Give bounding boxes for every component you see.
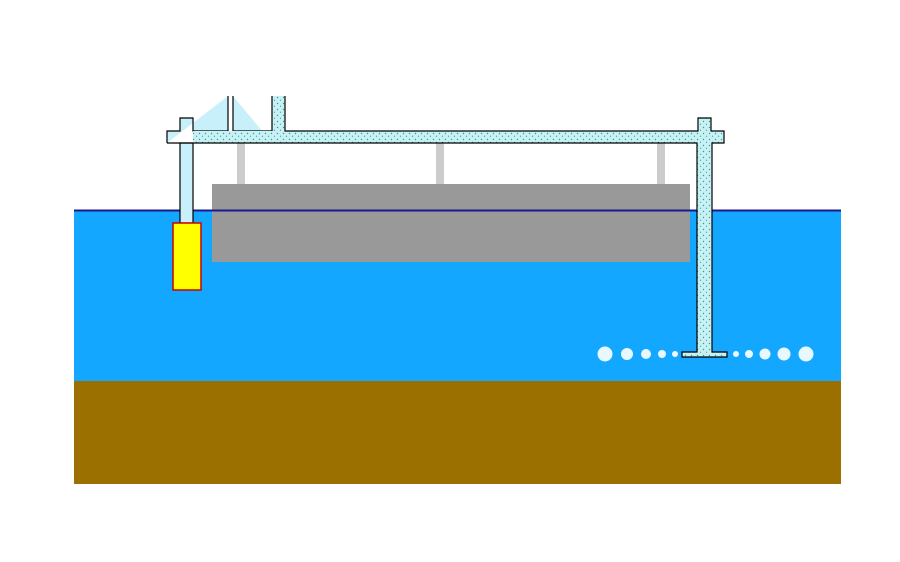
left-down-pipe: [179, 142, 194, 224]
bubble: [621, 348, 633, 360]
air-bubbles: [597, 346, 814, 362]
floating-platform: [212, 184, 690, 262]
support-post-right: [657, 143, 665, 184]
pipe-network: [166, 96, 728, 358]
support-post-left: [237, 143, 245, 184]
bubble: [777, 347, 791, 361]
bubble: [759, 348, 771, 360]
bubble: [745, 350, 753, 358]
bubble: [672, 351, 678, 357]
bubble: [597, 346, 613, 362]
support-post-middle: [436, 143, 444, 184]
bubble: [733, 351, 739, 357]
float-box: [172, 222, 202, 291]
seabed: [74, 381, 841, 484]
top-pipe-left-section: [167, 96, 272, 143]
bubble: [641, 349, 651, 359]
bubble: [658, 350, 666, 358]
bubble: [798, 346, 814, 362]
